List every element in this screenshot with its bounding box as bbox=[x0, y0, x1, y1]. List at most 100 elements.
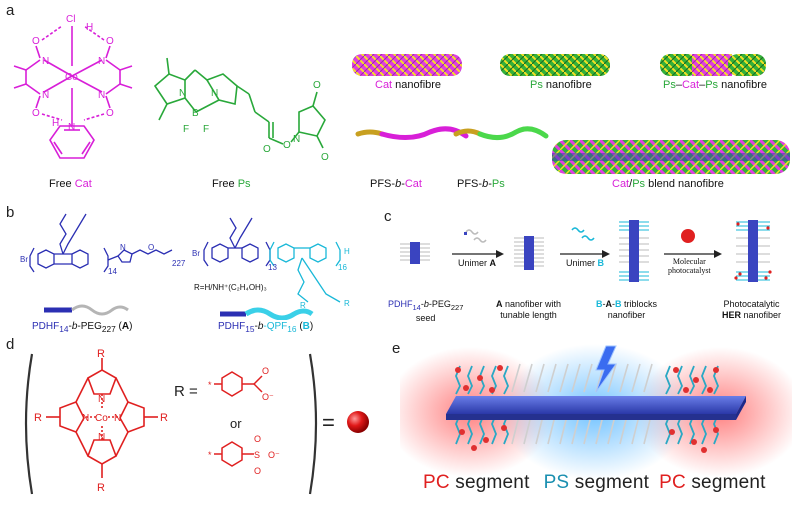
n-atom: N bbox=[68, 122, 75, 133]
assembly-scheme bbox=[400, 220, 772, 282]
o-atom: O bbox=[313, 80, 321, 91]
ps-cat-ps-nanofibre bbox=[660, 54, 766, 76]
pfs-ps-caption: PFS-b-Ps bbox=[457, 178, 505, 190]
unimer-b-label: Unimer B bbox=[566, 258, 605, 268]
b-atom: B bbox=[192, 108, 199, 119]
n-atom: N bbox=[82, 413, 89, 424]
polymer-a-caption: PDHF14-b-PEG227 (A) bbox=[32, 321, 133, 334]
subscript-16: 16 bbox=[338, 263, 347, 272]
polymer-b-caption: PDHF15-b-QPF16 (B) bbox=[218, 321, 314, 334]
o-atom: O bbox=[263, 144, 271, 155]
subscript-14: 14 bbox=[108, 267, 117, 276]
n-atom: N bbox=[42, 90, 49, 101]
h-atom: H bbox=[344, 247, 350, 256]
s-atom: S bbox=[254, 450, 260, 460]
o-atom: O bbox=[148, 243, 154, 252]
polymer-b-structure: Br 13 16 H R R bbox=[192, 217, 350, 320]
f-atom: F bbox=[183, 124, 189, 135]
o-atom: O bbox=[283, 140, 291, 151]
n-atom: N bbox=[211, 88, 218, 99]
f-atom: F bbox=[203, 124, 209, 135]
co-atom: Co bbox=[95, 413, 108, 424]
blend-nanofibre bbox=[552, 140, 790, 174]
n-atom: N bbox=[120, 243, 126, 252]
h-atom: H bbox=[52, 118, 59, 129]
o-minus: O⁻ bbox=[268, 450, 280, 460]
o-atom: O bbox=[32, 36, 40, 47]
o-atom: O bbox=[262, 366, 269, 376]
or-label: or bbox=[230, 416, 242, 431]
r-atom: R bbox=[344, 299, 350, 308]
her-fiber bbox=[734, 220, 772, 282]
cat-nanofibre bbox=[352, 54, 462, 76]
porphyrin-scheme: Co N N N N R R R R R = * O O⁻ or * S O O… bbox=[24, 348, 369, 495]
segmented-nanofiber bbox=[400, 344, 792, 480]
panel-label-b: b bbox=[6, 204, 15, 221]
panel-label-d: d bbox=[6, 336, 15, 353]
pfs-cat-chain bbox=[355, 126, 469, 140]
co-atom: Co bbox=[65, 72, 78, 83]
free-cat-caption: Free Cat bbox=[49, 178, 92, 190]
r-atom: R bbox=[97, 482, 105, 494]
pfs-cat-caption: PFS-b-Cat bbox=[370, 178, 422, 190]
o-atom: O bbox=[321, 152, 329, 163]
cat-structure: Cl Co N N N N N O O O O H H bbox=[13, 14, 133, 159]
br-atom: Br bbox=[20, 255, 28, 264]
arrow-3 bbox=[664, 229, 722, 258]
r-atom: R bbox=[300, 301, 306, 310]
bab-fiber bbox=[619, 220, 649, 282]
a-fiber bbox=[514, 236, 544, 270]
ps-nanofibre-caption: Ps nanofibre bbox=[530, 79, 592, 91]
free-ps-caption: Free Ps bbox=[212, 178, 251, 190]
n-atom: N bbox=[98, 432, 105, 443]
panel-label-a: a bbox=[6, 2, 15, 19]
ps-cat-ps-nanofibre-caption: Ps–Cat–Ps nanofibre bbox=[663, 79, 767, 91]
r-atom: R bbox=[160, 412, 168, 424]
unimer-a-label: Unimer A bbox=[458, 258, 497, 268]
o-atom: O bbox=[254, 434, 261, 444]
subscript-13: 13 bbox=[268, 263, 277, 272]
o-atom: O bbox=[32, 108, 40, 119]
n-atom: N bbox=[98, 90, 105, 101]
pfs-ps-chain bbox=[453, 126, 549, 140]
n-atom: N bbox=[98, 56, 105, 67]
equals-sign: = bbox=[322, 410, 335, 435]
n-atom: N bbox=[293, 134, 300, 145]
catalyst-sphere-icon bbox=[347, 411, 369, 433]
r-definition: R=H/NH⁺(C₂H₄OH)₃ bbox=[194, 283, 267, 292]
r-equals: R = bbox=[174, 383, 198, 400]
n-atom: N bbox=[42, 56, 49, 67]
lightning-icon bbox=[595, 345, 617, 393]
br-atom: Br bbox=[192, 249, 200, 258]
o-atom: O bbox=[106, 36, 114, 47]
polymer-a-structure: Br N O 14 227 bbox=[20, 213, 186, 316]
o-minus: O⁻ bbox=[262, 392, 274, 402]
r-atom: R bbox=[97, 348, 105, 360]
cat-nanofibre-caption: Cat nanofibre bbox=[375, 79, 442, 91]
n-atom: N bbox=[114, 413, 121, 424]
seed-fiber bbox=[400, 242, 430, 264]
panel-label-c: c bbox=[384, 208, 392, 225]
ps-nanofibre bbox=[500, 54, 610, 76]
star-marker: * bbox=[208, 380, 212, 390]
n-atom: N bbox=[98, 394, 105, 405]
nanofibre-illustrations bbox=[352, 54, 790, 174]
o-atom: O bbox=[254, 466, 261, 476]
blend-nanofibre-caption: Cat/Ps blend nanofibre bbox=[612, 178, 724, 190]
n-atom: N bbox=[179, 88, 186, 99]
panel-label-e: e bbox=[392, 340, 401, 357]
subscript-227: 227 bbox=[172, 259, 186, 268]
ps-structure: N N B F F O O N O O bbox=[153, 57, 329, 163]
o-atom: O bbox=[106, 108, 114, 119]
cl-atom: Cl bbox=[66, 14, 75, 25]
star-marker: * bbox=[208, 450, 212, 460]
arrow-1 bbox=[452, 229, 504, 258]
h-atom: H bbox=[86, 22, 93, 33]
r-atom: R bbox=[34, 412, 42, 424]
